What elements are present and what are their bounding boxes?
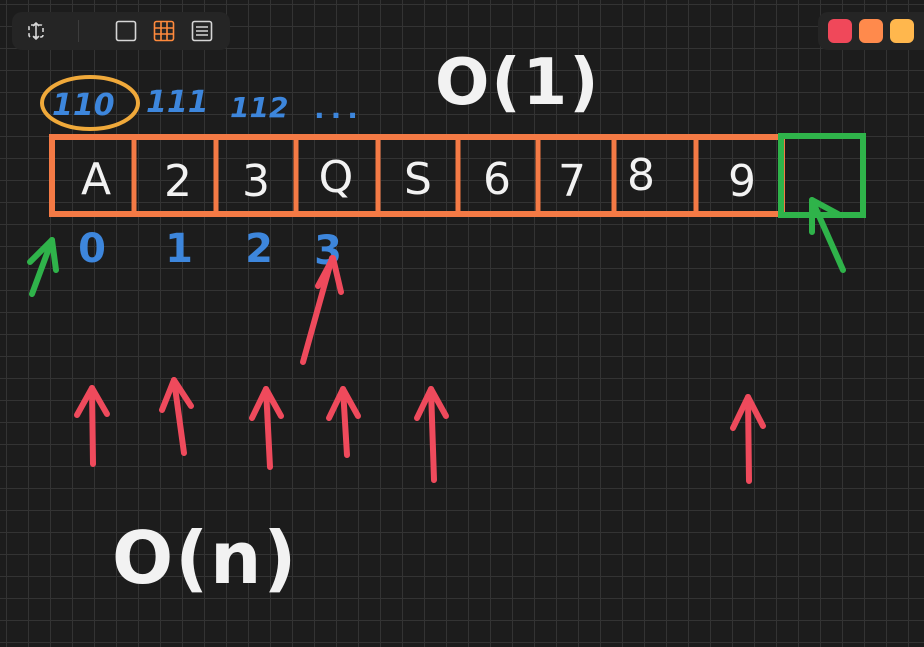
array-cell-value: 6 [483,154,511,205]
green-arrow-start [27,237,59,297]
red-arrow [730,394,766,484]
color-palette [818,12,924,50]
toolbar [12,12,230,50]
array-cell-value: 7 [558,156,586,207]
address-label: 111 [146,85,209,120]
color-swatch-yellow[interactable] [890,19,914,43]
address-label: 112 [230,91,288,124]
index-label: 0 [78,226,106,272]
green-arrow-end [809,197,846,273]
red-arrows-scan [74,377,766,484]
red-arrow [326,386,361,458]
index-label: 2 [245,226,273,272]
array-cell-value: S [404,154,432,205]
address-label: 110 [52,88,115,123]
complexity-linear-label: O(n) [112,516,298,600]
move-expand-icon[interactable] [24,19,48,43]
array-cell-value: 8 [627,150,655,201]
array-cell-value: 9 [728,156,756,207]
red-arrow [249,386,284,470]
array-cell-value: A [81,154,111,205]
array-cell-value: 2 [164,156,192,207]
array-cell-dividers [131,137,699,214]
red-arrow [74,385,110,467]
lines-icon[interactable] [190,19,214,43]
square-canvas-icon[interactable] [114,19,138,43]
complexity-constant-label: O(1) [435,46,600,120]
address-ellipsis: ... [314,92,364,125]
grid-icon[interactable] [152,19,176,43]
color-swatch-red[interactable] [828,19,852,43]
red-arrow [414,386,449,483]
array-cell-value: Q [319,152,354,203]
red-arrow-index [300,255,344,365]
toolbar-divider [78,20,79,42]
new-slot-box [778,133,866,218]
index-label: 1 [165,226,193,272]
color-swatch-orange[interactable] [859,19,883,43]
array-cell-value: 3 [242,156,270,207]
red-arrow [159,377,194,456]
highlight-circle [40,75,140,131]
